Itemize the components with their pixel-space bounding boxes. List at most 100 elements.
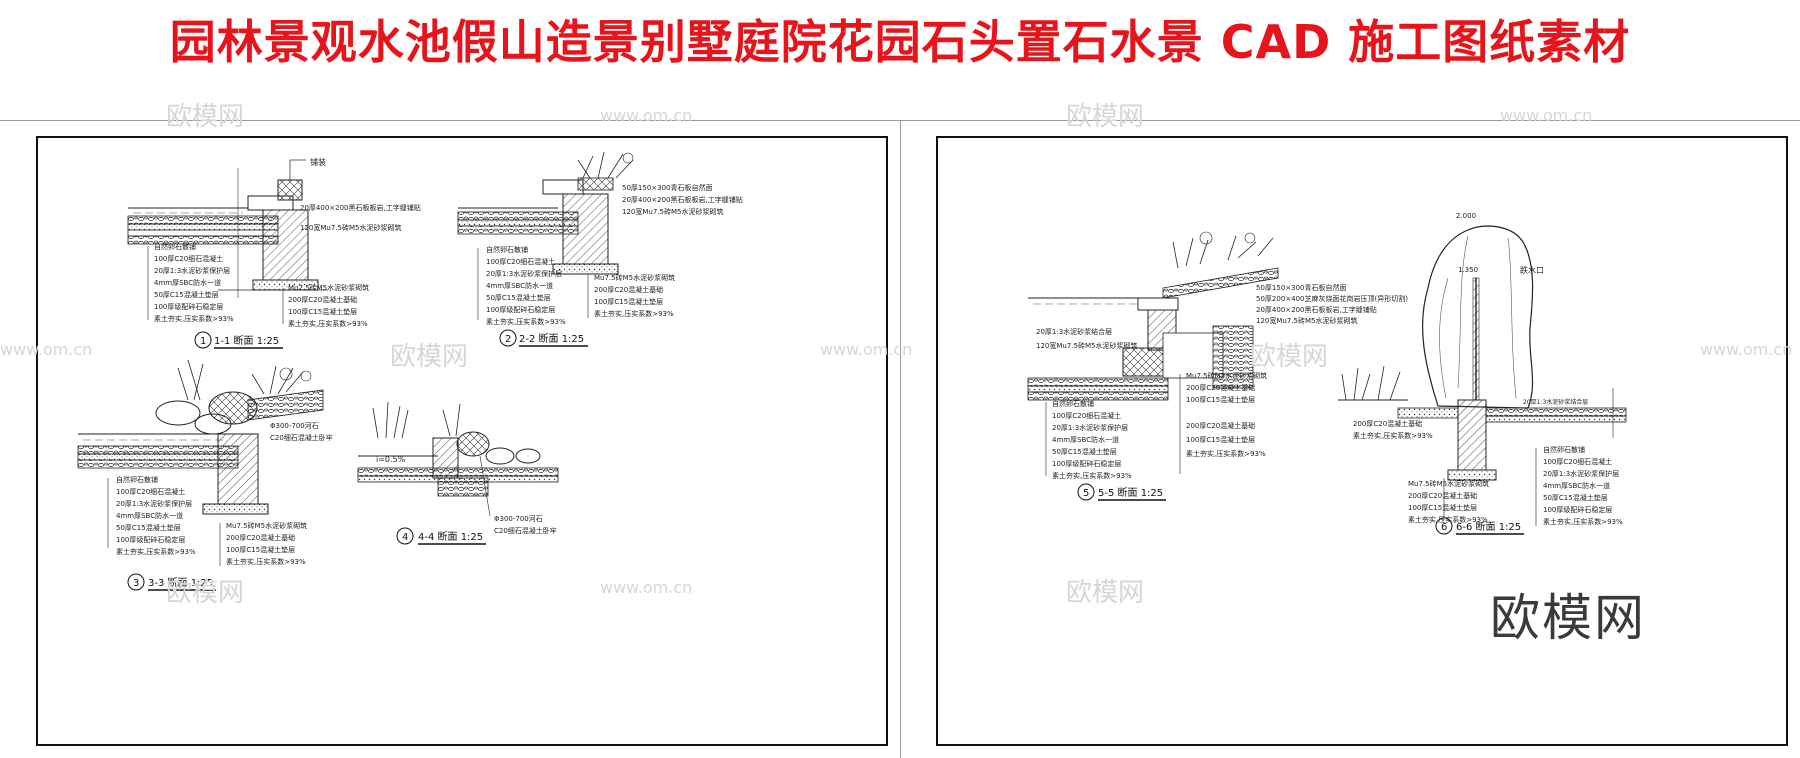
section-3-number: 3 (133, 578, 139, 589)
watermark-url-2: www.om.cn (1500, 106, 1593, 125)
section-5-note-right-6: 素土夯实,压实系数>93% (1186, 449, 1266, 458)
section-5-note-top-3: 20厚400×200黑石板板岩,工字缝铺贴 (1256, 305, 1377, 314)
section-5-drawing (1027, 231, 1279, 401)
section-5-note-right-2: 200厚C20混凝土基础 (1186, 383, 1255, 392)
section-5-notes-left-top: 20厚1:3水泥砂浆结合层 120宽Mu7.5砖M5水泥砂浆砌筑 (1036, 327, 1137, 350)
section-2-number: 2 (505, 334, 511, 345)
watermark-brand-4: 欧模网 (1250, 342, 1329, 372)
section-1-note-left-2: 100厚C20细石混凝土 (154, 254, 223, 263)
watermark-brand-2: 欧模网 (1066, 102, 1145, 132)
section-6-number: 6 (1441, 522, 1447, 533)
section-2-note-left-2: 100厚C20细石混凝土 (486, 257, 555, 266)
section-1-note-left-6: 100厚级配碎石稳定层 (154, 302, 223, 311)
watermark-brand-logo: 欧模网 (1490, 589, 1646, 647)
section-5-note-left-3: 20厚1:3水泥砂浆保护层 (1052, 423, 1128, 432)
section-1-top-label: 铺装 (310, 157, 326, 167)
section-6-marker (1435, 517, 1453, 535)
section-5-note-left-top-2: 120宽Mu7.5砖M5水泥砂浆砌筑 (1036, 341, 1137, 350)
section-3-note-right-3: 100厚C15混凝土垫层 (226, 545, 295, 554)
sheet-top-rule-left (0, 120, 900, 121)
section-2-note-top-2: 20厚400×200黑石板板岩,工字缝铺贴 (622, 195, 743, 204)
section-3-note-left-1: 自然卵石散铺 (116, 475, 158, 484)
section-3-callout-2: C20细石混凝土卧牢 (270, 433, 333, 442)
section-1-note-left-4: 4mm厚SBC防水一道 (154, 278, 221, 287)
section-1-note-left-3: 20厚1:3水泥砂浆保护层 (154, 266, 230, 275)
section-3-drawing (77, 359, 324, 515)
section-5-note-right-1: Mu7.5砖M5水泥砂浆砌筑 (1186, 371, 1267, 380)
section-3-callout: Φ300-700河石 C20细石混凝土卧牢 (270, 422, 333, 442)
section-2-note-top-3: 120宽Mu7.5砖M5水泥砂浆砌筑 (622, 207, 723, 216)
section-6-note-left-1: 200厚C20混凝土基础 (1353, 419, 1422, 428)
section-3-note-left-6: 100厚级配碎石稳定层 (116, 535, 185, 544)
section-2-note-left-7: 素土夯实,压实系数>93% (486, 317, 566, 326)
section-5-note-top-4: 120宽Mu7.5砖M5水泥砂浆砌筑 (1256, 316, 1357, 325)
section-1-drawing (127, 159, 328, 298)
watermark-brand-3: 欧模网 (390, 342, 469, 372)
section-4-drawing (357, 401, 559, 497)
section-5-notes-right: Mu7.5砖M5水泥砂浆砌筑 200厚C20混凝土基础 100厚C15混凝土垫层… (1179, 371, 1267, 474)
section-3-callout-1: Φ300-700河石 (270, 422, 319, 430)
section-2-drawing (457, 151, 634, 275)
section-2-note-left-6: 100厚级配碎石稳定层 (486, 305, 555, 314)
section-2-note-left-1: 自然卵石散铺 (486, 245, 528, 254)
watermark-url-6: www.om.cn (600, 578, 693, 597)
section-6-drawing (1338, 225, 1627, 481)
drawing-sheet-right: 50厚150×300青石板自然面 50厚200×400芝麻灰烧面花岗岩压顶(异形… (936, 136, 1788, 746)
section-4-callout-1: Φ300-700河石 (494, 515, 543, 523)
section-2-note-top-1: 50厚150×300青石板自然面 (622, 183, 713, 192)
section-2-note-right-2: 200厚C20混凝土基础 (594, 285, 663, 294)
section-2-notes-top: 50厚150×300青石板自然面 20厚400×200黑石板板岩,工字缝铺贴 1… (622, 183, 743, 216)
section-5-number: 5 (1083, 488, 1089, 499)
section-5-note-left-4: 4mm厚SBC防水一道 (1052, 435, 1119, 444)
section-1-note-right-4: 素土夯实,压实系数>93% (288, 319, 368, 328)
section-6-notes-left: 200厚C20混凝土基础 素土夯实,压实系数>93% (1353, 419, 1433, 440)
section-3-note-right-4: 素土夯实,压实系数>93% (226, 557, 306, 566)
section-5-note-right-3: 100厚C15混凝土垫层 (1186, 395, 1255, 404)
section-5-note-top-1: 50厚150×300青石板自然面 (1256, 283, 1347, 292)
section-2-marker (499, 329, 517, 347)
section-1-title: 1-1 断面 1:25 (214, 334, 279, 347)
section-2-title: 2-2 断面 1:25 (519, 332, 584, 345)
section-6-elevation-mid: 1.350 (1458, 266, 1478, 274)
section-6-notes-bottom-right: 自然卵石散铺 100厚C20细石混凝土 20厚1:3水泥砂浆保护层 4mm厚SB… (1535, 445, 1623, 526)
section-6-note-bl-3: 100厚C15混凝土垫层 (1408, 503, 1477, 512)
section-6-note-br-3: 20厚1:3水泥砂浆保护层 (1543, 469, 1619, 478)
section-5-note-top-2: 50厚200×400芝麻灰烧面花岗岩压顶(异形切割) (1256, 294, 1408, 303)
section-5-note-left-1: 自然卵石散铺 (1052, 399, 1094, 408)
section-4-callout: Φ300-700河石 C20细石混凝土卧牢 (479, 455, 557, 535)
section-1-notes-left: 自然卵石散铺 100厚C20细石混凝土 20厚1:3水泥砂浆保护层 4mm厚SB… (147, 242, 234, 323)
section-4-title: 4-4 断面 1:25 (418, 530, 483, 543)
section-6-note-bl-2: 200厚C20混凝土基础 (1408, 491, 1477, 500)
section-5-note-left-top-1: 20厚1:3水泥砂浆结合层 (1036, 327, 1112, 336)
watermark-brand-6: 欧模网 (1066, 578, 1145, 608)
section-1-note-right-3: 100厚C15混凝土垫层 (288, 307, 357, 316)
section-5-marker (1077, 483, 1095, 501)
section-6-note-br-2: 100厚C20细石混凝土 (1543, 457, 1612, 466)
section-1-marker (194, 331, 212, 349)
section-1-notes-right: Mu7.5砖M5水泥砂浆砌筑 200厚C20混凝土基础 100厚C15混凝土垫层… (282, 283, 369, 328)
section-5-note-left-2: 100厚C20细石混凝土 (1052, 411, 1121, 420)
watermark-brand-1: 欧模网 (166, 102, 245, 132)
section-6-note-br-5: 50厚C15混凝土垫层 (1543, 493, 1608, 502)
section-2-notes-right: Mu7.5砖M5水泥砂浆砌筑 200厚C20混凝土基础 100厚C15混凝土垫层… (587, 273, 675, 318)
section-2-note-right-4: 素土夯实,压实系数>93% (594, 309, 674, 318)
section-1-note-top-1: 20厚400×200黑石板板岩,工字缝铺贴 (300, 203, 421, 212)
watermark-url-5: www.om.cn (1700, 340, 1793, 359)
section-5-note-left-6: 100厚级配碎石稳定层 (1052, 459, 1121, 468)
section-3-note-right-2: 200厚C20混凝土基础 (226, 533, 295, 542)
watermark-url-1: www.om.cn (600, 106, 693, 125)
section-3-note-left-3: 20厚1:3水泥砂浆保护层 (116, 499, 192, 508)
section-2-note-left-4: 4mm厚SBC防水一道 (486, 281, 553, 290)
section-1-note-left-1: 自然卵石散铺 (154, 242, 196, 251)
section-5-notes-top: 50厚150×300青石板自然面 50厚200×400芝麻灰烧面花岗岩压顶(异形… (1256, 283, 1408, 325)
section-4-marker (396, 527, 414, 545)
section-6-note-bl-1: Mu7.5砖M5水泥砂浆砌筑 (1408, 479, 1489, 488)
section-2-note-left-3: 20厚1:3水泥砂浆保护层 (486, 269, 562, 278)
section-5-note-left-7: 素土夯实,压实系数>93% (1052, 471, 1132, 480)
section-6-note-br-1: 自然卵石散铺 (1543, 445, 1585, 454)
watermark-url-4: www.om.cn (820, 340, 913, 359)
section-6-note-br-7: 素土夯实,压实系数>93% (1543, 517, 1623, 526)
section-5-note-right-4: 200厚C20混凝土基础 (1186, 421, 1255, 430)
section-6-note-br-6: 100厚级配碎石稳定层 (1543, 505, 1612, 514)
section-2-note-left-5: 50厚C15混凝土垫层 (486, 293, 551, 302)
